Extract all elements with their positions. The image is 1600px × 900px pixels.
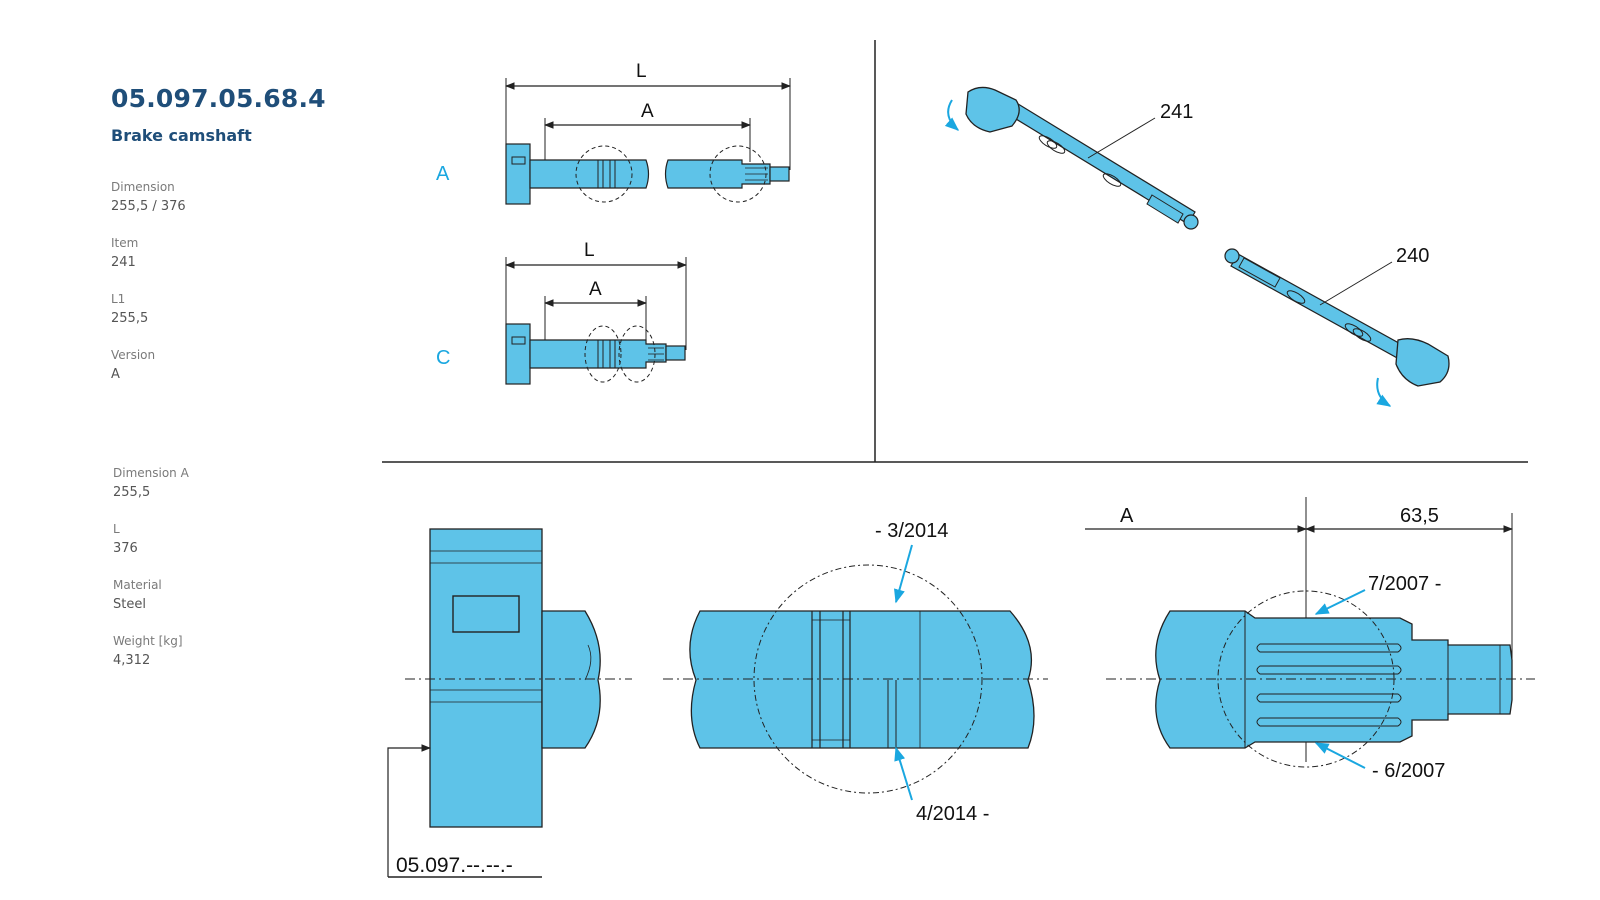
version-a-drawing: A L A: [436, 61, 791, 205]
spec-value: 4,312: [113, 653, 151, 668]
spec-label: Dimension A: [113, 466, 189, 480]
date-7-2007: 7/2007 -: [1368, 573, 1441, 595]
part-name: Brake camshaft: [111, 126, 252, 145]
spec-value: 255,5: [111, 311, 149, 326]
spec-label: Weight [kg]: [113, 634, 183, 648]
iso-label-240: 240: [1396, 245, 1429, 267]
spec-label: L1: [111, 292, 126, 306]
spec-dimension-a: Dimension A 255,5: [113, 466, 189, 500]
spec-value: Steel: [113, 597, 146, 612]
detail-grooves: - 3/2014 4/2014 -: [663, 520, 1048, 825]
part-number: 05.097.05.68.4: [111, 84, 326, 113]
spec-label: Version: [111, 348, 156, 362]
spec-label: Dimension: [111, 180, 175, 194]
version-a-dim-l: L: [636, 61, 647, 82]
spec-version: Version A: [111, 348, 155, 382]
version-c-tag: C: [436, 347, 450, 369]
iso-label-241: 241: [1160, 101, 1193, 123]
spec-value: 376: [113, 541, 138, 556]
spec-weight: Weight [kg] 4,312: [113, 634, 183, 668]
spec-value: 255,5: [113, 485, 151, 500]
spec-label: Item: [111, 236, 139, 250]
isometric-camshaft-241: 241: [944, 86, 1199, 230]
info-panel: 05.097.05.68.4 Brake camshaft Dimension …: [0, 0, 380, 900]
spec-dimension: Dimension 255,5 / 376: [111, 180, 186, 214]
dim-63-5-label: 63,5: [1400, 505, 1439, 527]
version-c-drawing: C L A: [436, 240, 687, 385]
version-c-dim-a: A: [589, 279, 602, 300]
spec-item: Item 241: [111, 236, 138, 270]
part-reference-label: 05.097.--.--.-: [396, 854, 513, 877]
spec-material: Material Steel: [113, 578, 162, 612]
date-3-2014: - 3/2014: [875, 520, 948, 542]
version-a-dim-a: A: [641, 101, 654, 122]
spec-label: L: [113, 522, 120, 536]
spec-value: A: [111, 367, 120, 382]
spec-label: Material: [113, 578, 162, 592]
isometric-camshaft-240: 240: [1224, 245, 1450, 407]
version-c-dim-l: L: [584, 240, 595, 261]
dim-a-label: A: [1120, 505, 1134, 527]
spec-l1: L1 255,5: [111, 292, 148, 326]
spec-value: 255,5 / 376: [111, 199, 186, 214]
date-6-2007: - 6/2007: [1372, 760, 1445, 782]
date-4-2014: 4/2014 -: [916, 803, 989, 825]
spec-l: L 376: [113, 522, 138, 556]
version-a-tag: A: [436, 163, 450, 185]
spec-value: 241: [111, 255, 136, 270]
detail-splines: A 63,5 7/2007 - - 6/2007: [1085, 497, 1535, 782]
detail-head: 05.097.--.--.-: [387, 528, 632, 878]
